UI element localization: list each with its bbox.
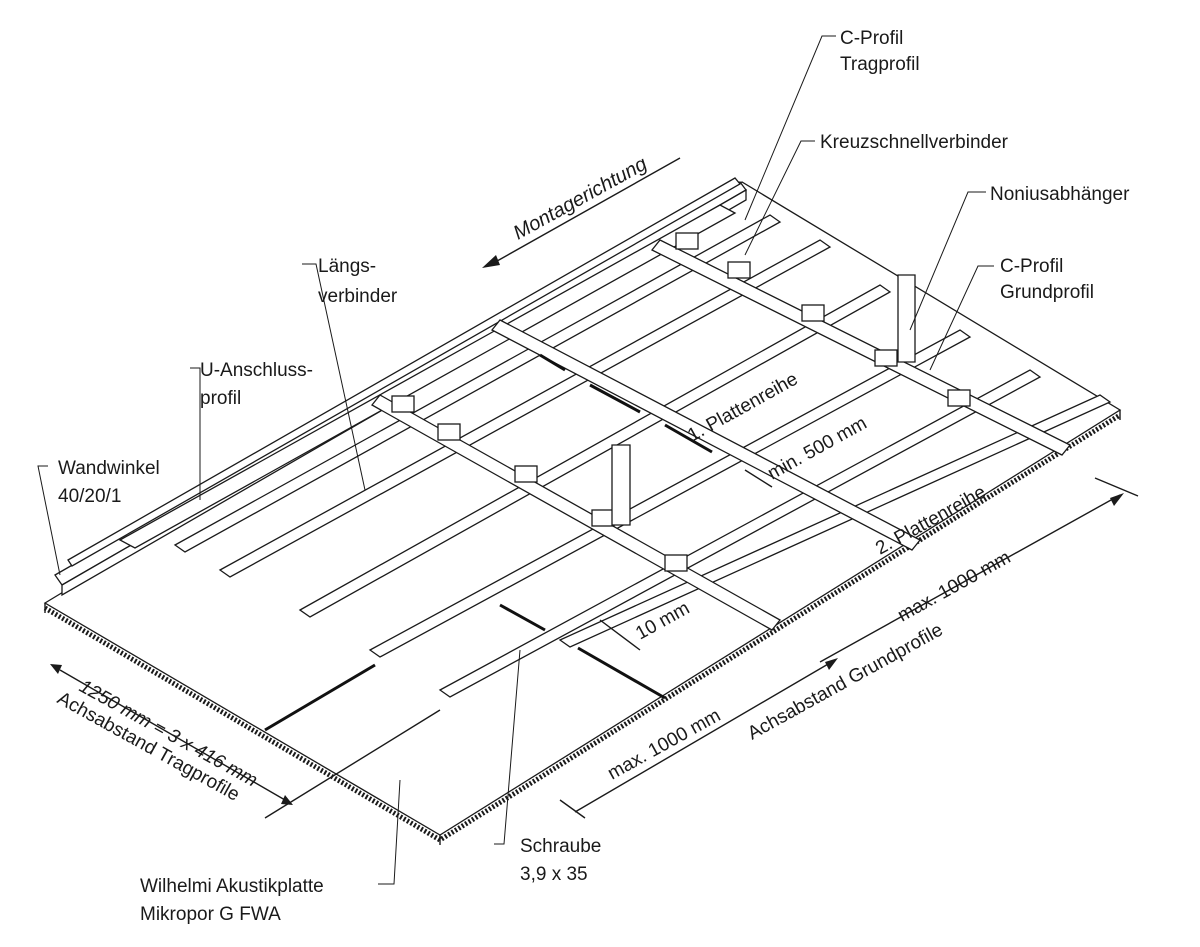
label-noniusabhaenger: Noniusabhänger: [990, 184, 1130, 205]
label-c-profil-trag-1: C-Profil: [840, 28, 903, 49]
label-u-anschluss-2: profil: [200, 388, 241, 409]
label-schraube-2: 3,9 x 35: [520, 864, 588, 885]
label-u-anschluss-1: U-Anschluss-: [200, 360, 313, 381]
label-c-profil-grund-1: C-Profil: [1000, 256, 1063, 277]
label-kreuzschnellverbinder: Kreuzschnellverbinder: [820, 132, 1009, 153]
nonius-hangers: [611, 274, 916, 526]
label-akustikplatte-2: Mikropor G FWA: [140, 904, 281, 925]
label-laengsverbinder-2: verbinder: [318, 286, 398, 307]
label-akustikplatte-1: Wilhelmi Akustikplatte: [140, 876, 324, 897]
label-schraube-1: Schraube: [520, 836, 601, 857]
label-c-profil-trag-2: Tragprofil: [840, 54, 920, 75]
label-wandwinkel-2: 40/20/1: [58, 486, 121, 507]
label-max-1000-upper: max. 1000 mm: [894, 547, 1014, 626]
label-laengsverbinder-1: Längs-: [318, 256, 376, 277]
label-achsabstand-grund: Achsabstand Grundprofile: [744, 619, 946, 744]
label-c-profil-grund-2: Grundprofil: [1000, 282, 1094, 303]
cross-connectors: [391, 232, 971, 572]
dimension-lines: [50, 157, 1139, 819]
panel-joints: [264, 353, 713, 732]
label-wandwinkel-1: Wandwinkel: [58, 458, 160, 479]
label-montagerichtung: Montagerichtung: [510, 153, 651, 244]
leader-lines: [37, 35, 994, 885]
